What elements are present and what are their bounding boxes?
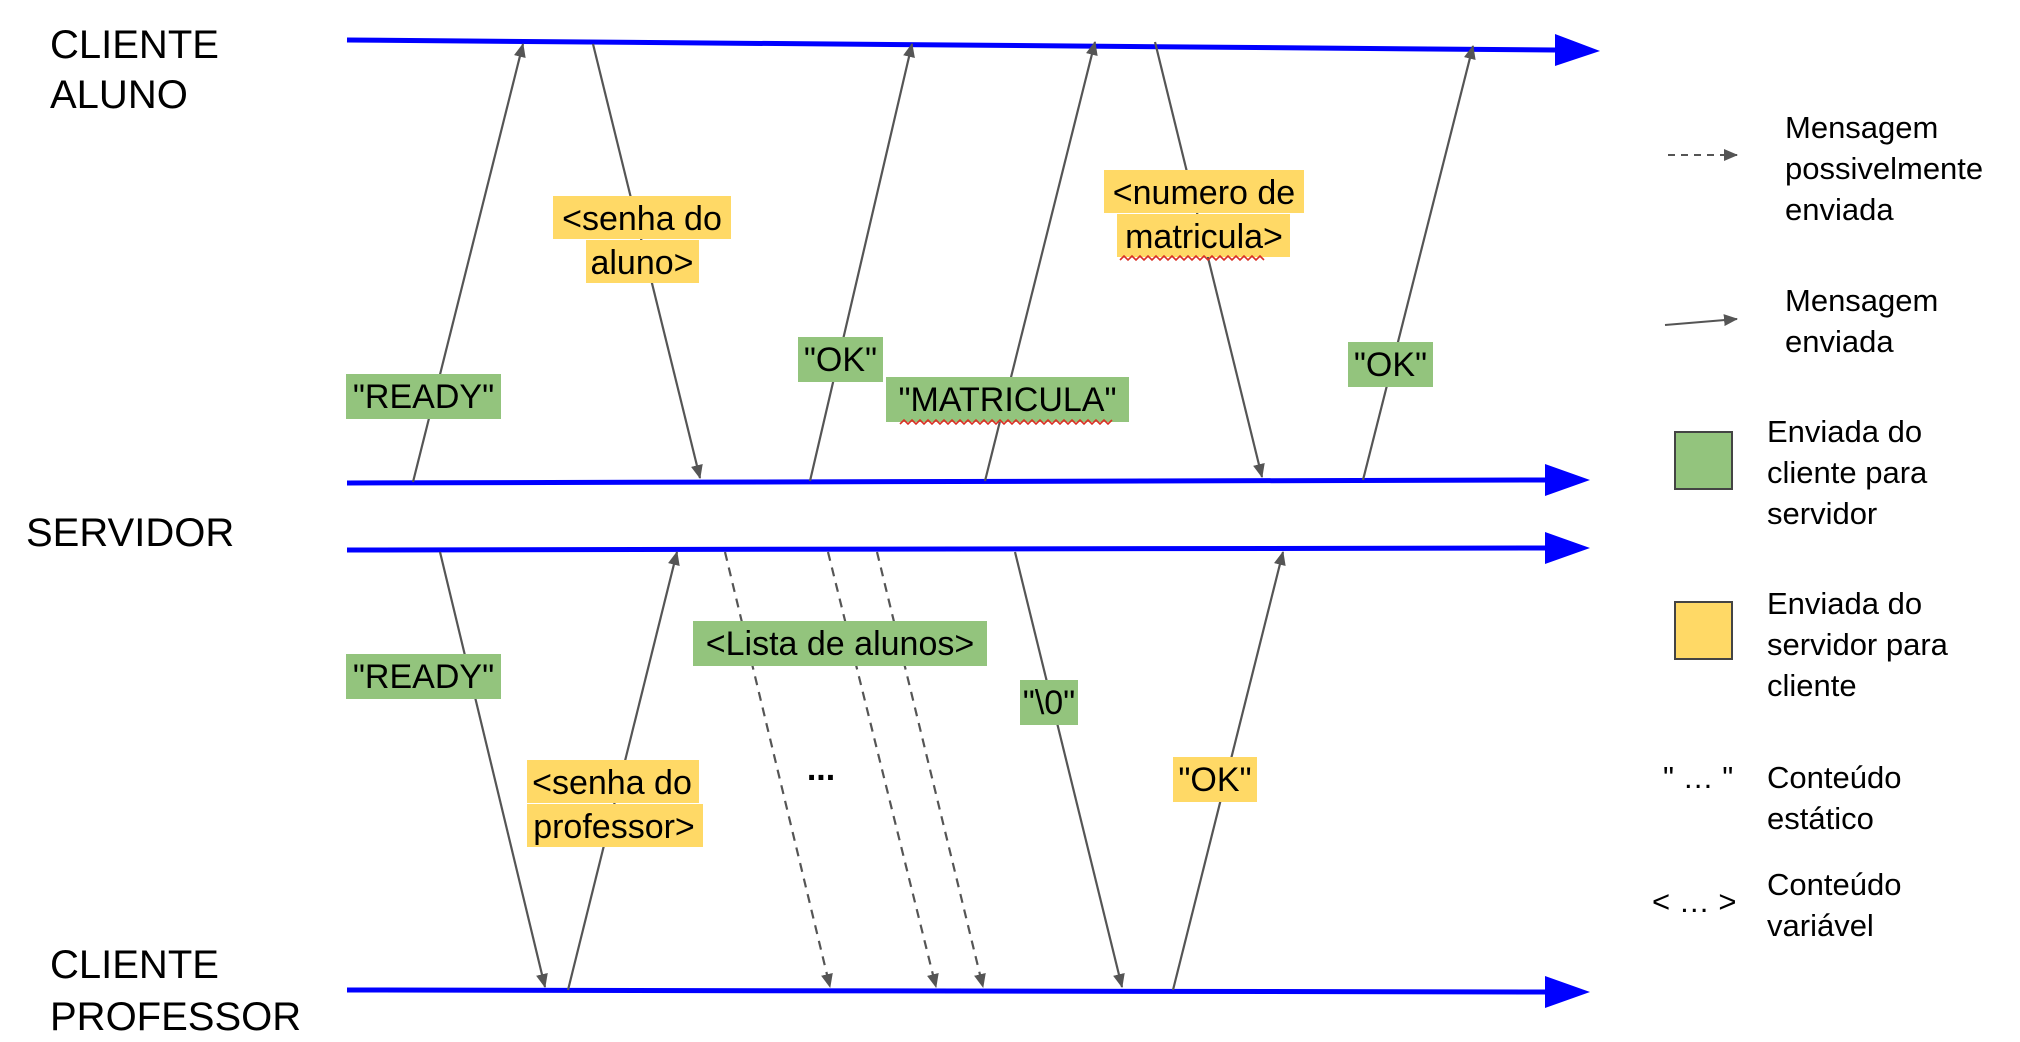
timeline-arrowhead-icon [1545,532,1590,564]
legend-possible-line3: enviada [1785,192,1894,227]
label-aluno-ok2-text: "OK" [1354,346,1427,384]
label-prof-senha: <senha do professor> [527,760,703,847]
actor-top-line1: CLIENTE [50,23,219,67]
label-aluno-numero-line2: matricula> [1125,218,1283,256]
legend-sent-message: Mensagem enviada [1664,283,1938,359]
actor-server: SERVIDOR [26,511,234,555]
arrow-prof-terminator [1013,551,1125,988]
actor-top-line2: ALUNO [50,73,188,117]
legend-sent-line2: enviada [1785,324,1894,359]
legend-possible-line1: Mensagem [1785,110,1938,145]
label-prof-lista-text: <Lista de alunos> [706,625,974,663]
legend-variable-content: < … > Conteúdo variável [1652,867,1901,943]
label-prof-ready-text: "READY" [353,658,494,696]
arrow-prof-lista-3 [875,551,986,988]
timeline-arrowhead-icon [1545,976,1590,1008]
label-prof-senha-line1: <senha do [532,764,692,802]
label-aluno-senha: <senha do aluno> [553,196,731,283]
legend-yellow-swatch [1674,601,1733,660]
label-aluno-senha-line1: <senha do [562,200,722,238]
timeline-arrowhead-icon [1545,464,1590,496]
legend-static-line1: Conteúdo [1767,760,1901,795]
legend-possible-message: Mensagem possivelmente enviada [1668,110,1983,227]
timeline-professor-client [346,976,1590,1008]
legend-static-line2: estático [1767,801,1874,836]
legend-static-symbol: " … " [1663,760,1733,795]
actor-bottom-line1: CLIENTE [50,943,219,987]
spellcheck-squiggle [899,418,1113,426]
legend: Mensagem possivelmente enviada Mensagem … [1652,110,1983,943]
label-aluno-ok2: "OK" [1348,342,1433,387]
timeline-aluno-client [346,34,1600,66]
legend-possible-line2: possivelmente [1785,151,1983,186]
legend-green-swatch [1674,431,1733,490]
legend-green-line1: Enviada do [1767,414,1922,449]
label-aluno-matricula: "MATRICULA" [886,377,1129,426]
label-prof-ok-text: "OK" [1178,761,1251,799]
legend-variable-symbol: < … > [1652,884,1736,919]
arrow-aluno-ok2 [1361,45,1476,481]
label-prof-terminator-text: "\0" [1023,684,1076,722]
timeline-server-professor [346,532,1590,564]
spellcheck-squiggle [1119,254,1265,262]
legend-yellow-line3: cliente [1767,668,1857,703]
label-prof-ready: "READY" [346,654,501,699]
label-prof-ok: "OK" [1173,757,1257,802]
label-aluno-numero-line1: <numero de [1113,174,1295,212]
label-aluno-ok1-text: "OK" [804,341,877,379]
label-prof-lista: <Lista de alunos> [693,621,987,666]
legend-variable-line1: Conteúdo [1767,867,1901,902]
actor-bottom-line2: PROFESSOR [50,995,301,1039]
label-prof-terminator: "\0" [1020,680,1078,725]
legend-client-to-server: Enviada do cliente para servidor [1674,414,1928,531]
timeline-server-aluno [346,464,1590,496]
legend-yellow-line1: Enviada do [1767,586,1922,621]
label-aluno-ready: "READY" [346,374,501,419]
arrow-aluno-ok1 [808,43,915,482]
label-prof-ellipsis: ... [807,750,835,788]
label-aluno-ok1: "OK" [798,337,883,382]
legend-green-line3: servidor [1767,496,1877,531]
legend-variable-line2: variável [1767,908,1874,943]
label-aluno-numero: <numero de matricula> [1104,170,1304,262]
legend-yellow-line2: servidor para [1767,627,1949,662]
legend-sent-line1: Mensagem [1785,283,1938,318]
label-prof-senha-line2: professor> [533,808,695,846]
arrow-prof-ready [438,551,548,988]
timeline-arrowhead-icon [1555,34,1600,66]
legend-solid-arrow-icon [1664,314,1738,327]
legend-green-line2: cliente para [1767,455,1928,490]
arrow-prof-lista-1 [723,551,833,988]
arrow-prof-lista-2 [826,551,939,988]
legend-server-to-client: Enviada do servidor para cliente [1674,586,1949,703]
label-aluno-matricula-text: "MATRICULA" [898,381,1116,419]
label-aluno-ready-text: "READY" [353,378,494,416]
legend-static-content: " … " Conteúdo estático [1663,760,1901,836]
label-aluno-senha-line2: aluno> [590,244,693,282]
